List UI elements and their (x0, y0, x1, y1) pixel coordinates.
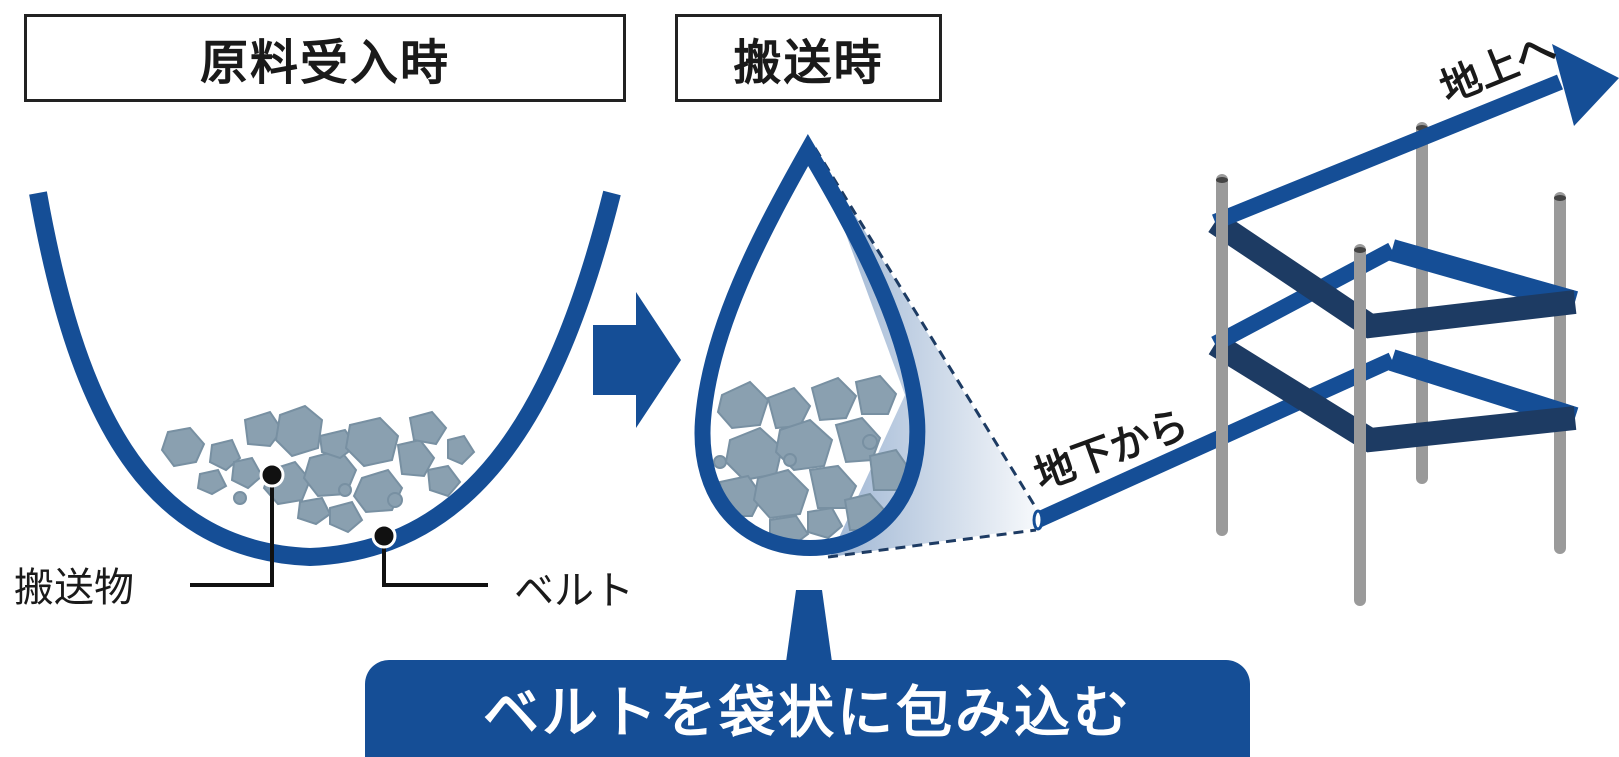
belt-end-cap (1032, 509, 1044, 531)
banner-pointer (786, 590, 832, 662)
support-poles-back (1416, 122, 1566, 554)
cargo-stones-open (160, 404, 476, 534)
zoom-dashed-lines (813, 147, 1038, 559)
cargo-stones-drop (713, 374, 912, 548)
belt-label: ベルト (514, 568, 634, 614)
header-loading: 原料受入時 (24, 14, 626, 102)
callout-lines (190, 475, 488, 587)
header-transport: 搬送時 (675, 14, 942, 102)
route-arrowhead (1552, 44, 1619, 126)
belt-route (1034, 74, 1579, 528)
cargo-label: 搬送物 (14, 565, 134, 611)
cargo-callout-dot (259, 462, 285, 488)
belt-callout-dot (371, 523, 397, 549)
wrap-banner: ベルトを袋状に包み込む (365, 660, 1250, 757)
support-poles-front (1216, 174, 1366, 606)
wrapped-belt-teardrop (694, 133, 926, 557)
open-belt (29, 190, 621, 567)
stage-arrow (593, 292, 681, 428)
